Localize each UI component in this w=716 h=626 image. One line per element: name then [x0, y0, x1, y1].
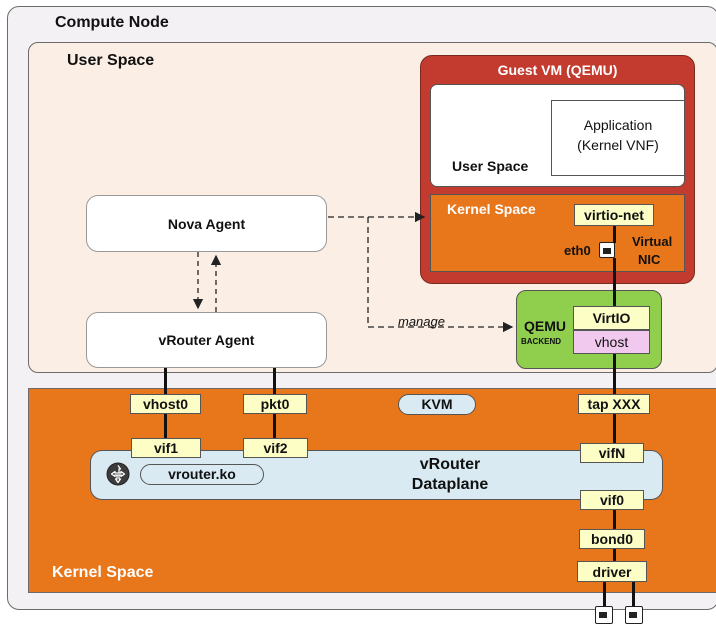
vhost0-box: vhost0	[130, 394, 201, 414]
virtio-box: VirtIO	[573, 306, 650, 330]
virtual-nic-line2: NIC	[638, 252, 661, 267]
nova-agent-box: Nova Agent	[86, 195, 327, 252]
tap-box: tap XXX	[578, 394, 650, 414]
guest-vm-title: Guest VM (QEMU)	[497, 62, 618, 78]
vrouter-agent-box: vRouter Agent	[86, 312, 327, 368]
line-vhost-tap	[613, 354, 616, 394]
guest-kernel-space-label: Kernel Space	[447, 201, 536, 217]
manage-label: manage	[398, 314, 445, 329]
application-box	[551, 100, 685, 176]
line-eth0-virtio	[613, 258, 616, 306]
eth0-port-icon	[599, 242, 615, 258]
line-vhost0-vif1	[164, 414, 167, 438]
line-agent-pkt0	[273, 368, 276, 394]
vif0-box: vif0	[580, 490, 644, 510]
driver-box: driver	[577, 561, 647, 582]
physical-port-right-icon	[625, 606, 643, 624]
guest-user-space-label: User Space	[452, 158, 529, 174]
dataplane-line1: vRouter	[419, 456, 481, 473]
vhost-box	[573, 330, 650, 354]
application-line1: Application	[583, 117, 653, 133]
line-driver-port-right	[632, 582, 635, 606]
dataplane-line2: Dataplane	[411, 476, 489, 493]
line-vif0-bond0	[613, 510, 616, 529]
virtual-nic-line1: Virtual	[632, 234, 673, 249]
application-line2: (Kernel VNF)	[577, 137, 659, 153]
vif1-box: vif1	[131, 438, 201, 458]
user-space-title: User Space	[67, 52, 155, 69]
line-pkt0-vif2	[273, 414, 276, 438]
line-virtio-net-eth0	[613, 226, 616, 243]
virtio-net-box: virtio-net	[574, 204, 654, 226]
line-driver-port-left	[603, 582, 606, 606]
vrouter-ko-label: vrouter.ko	[168, 466, 236, 482]
kvm-pill	[398, 394, 476, 415]
vif2-box: vif2	[243, 438, 308, 458]
physical-port-left-icon	[595, 606, 613, 624]
router-icon	[106, 462, 130, 486]
vhost-label: vhost	[594, 334, 629, 350]
line-tap-vifn	[613, 414, 616, 443]
pkt0-box: pkt0	[243, 394, 307, 414]
eth0-label: eth0	[564, 243, 591, 258]
compute-node-title: Compute Node	[55, 14, 169, 31]
arrow-manage-to-qemu	[367, 217, 514, 333]
vrouter-ko-pill	[140, 464, 264, 485]
line-bond0-driver	[613, 549, 616, 561]
line-agent-vhost0	[164, 368, 167, 394]
vifn-box: vifN	[580, 443, 644, 463]
kvm-label: KVM	[421, 396, 453, 412]
qemu-backend-title: QEMU	[524, 318, 566, 334]
bond0-box: bond0	[579, 529, 645, 549]
kernel-space-title: Kernel Space	[52, 564, 154, 581]
qemu-backend-subtitle: BACKEND	[521, 337, 561, 346]
